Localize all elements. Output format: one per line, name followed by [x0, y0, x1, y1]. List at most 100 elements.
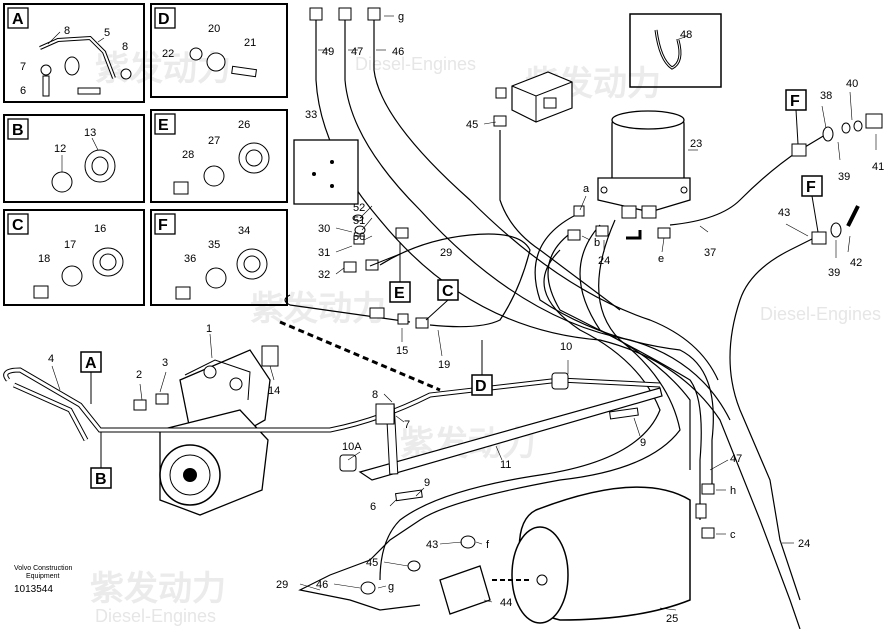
part-label: 2 — [136, 369, 142, 381]
part-label: g — [398, 11, 404, 23]
part-label: g — [388, 581, 394, 593]
part-label: 44 — [500, 597, 512, 609]
part-label: 34 — [238, 225, 250, 237]
part-label: 9 — [424, 477, 430, 489]
callout-letter: E — [394, 285, 405, 302]
callout-letter: F — [806, 179, 816, 196]
watermark-text: 紫发动力 — [95, 50, 231, 88]
part-label: 43 — [778, 207, 790, 219]
detail-letter: E — [158, 117, 169, 134]
part-label: 31 — [318, 247, 330, 259]
part-label: 8 — [122, 41, 128, 53]
part-label: 10 — [560, 341, 572, 353]
callout-b: B — [90, 432, 112, 489]
detail-letter: D — [158, 11, 170, 28]
detail-letter: A — [12, 11, 24, 28]
part-label: 13 — [84, 127, 96, 139]
part-label: 15 — [396, 345, 408, 357]
part-label: 7 — [404, 419, 410, 431]
part-label: f — [486, 539, 490, 551]
watermark-subtext: Diesel-Engines — [95, 606, 216, 626]
part-label: 12 — [54, 143, 66, 155]
footer: Volvo Construction Equipment 1013544 — [14, 565, 72, 595]
part-label: 11 — [500, 459, 511, 471]
part-label: b — [594, 237, 600, 249]
part-label: 19 — [438, 359, 450, 371]
callout-letter: C — [442, 283, 454, 300]
part-label: 17 — [64, 239, 76, 251]
part-label: 8 — [372, 389, 378, 401]
part-label: 52 — [353, 202, 365, 214]
air-tank-25 — [360, 483, 715, 624]
part-label: 33 — [305, 109, 317, 121]
part-labels: 49 47 46 g 33 52 51 50 30 31 32 29 15 19… — [48, 11, 884, 625]
part-label: 47 — [730, 453, 742, 465]
part-label: 50 — [353, 231, 365, 243]
part-label: 3 — [162, 357, 168, 369]
watermark-text: 紫发动力 — [90, 570, 226, 608]
part-label: 28 — [182, 149, 194, 161]
callout-letter: A — [85, 355, 97, 372]
right-fittings — [791, 113, 883, 245]
part-label: 7 — [20, 61, 26, 73]
part-label: 22 — [162, 48, 174, 60]
part-label: 41 — [872, 161, 884, 173]
air-dryer-23 — [597, 110, 691, 219]
detail-box-b: B 12 13 — [3, 114, 145, 203]
part-label: 1 — [206, 323, 212, 335]
part-label: 30 — [318, 223, 330, 235]
part-label: 39 — [838, 171, 850, 183]
part-label: 25 — [666, 613, 678, 625]
callout-letter: F — [790, 93, 800, 110]
detail-letter: C — [12, 217, 24, 234]
part-label: 10A — [342, 441, 362, 453]
part-label: 21 — [244, 37, 256, 49]
watermark-subtext: Diesel-Engines — [760, 304, 881, 324]
part-label: 29 — [440, 247, 452, 259]
part-label: 9 — [640, 437, 646, 449]
part-label: 20 — [208, 23, 220, 35]
part-label: 16 — [94, 223, 106, 235]
part-label: 27 — [208, 135, 220, 147]
part-label: 8 — [64, 25, 70, 37]
part-label: 47 — [351, 46, 363, 58]
callout-e: E — [369, 242, 411, 303]
part-label: 46 — [316, 579, 328, 591]
part-label: 43 — [426, 539, 438, 551]
drawing-number: 1013544 — [14, 584, 53, 595]
detail-box-f: F 36 35 34 — [150, 209, 288, 306]
part-label: 36 — [184, 253, 196, 265]
detail-box-d: D 20 22 21 — [150, 3, 288, 98]
part-label: 14 — [268, 385, 280, 397]
callout-d: D — [471, 340, 493, 396]
valve-block-33 — [293, 139, 359, 205]
callout-letter: D — [475, 378, 487, 395]
part-label: a — [583, 183, 590, 195]
part-label: 37 — [704, 247, 716, 259]
part-label: 4 — [48, 353, 54, 365]
relay-box — [493, 71, 573, 127]
part-label: 29 — [276, 579, 288, 591]
detail-box-48 — [629, 13, 722, 88]
callout-c: C — [425, 279, 459, 321]
part-label: 26 — [238, 119, 250, 131]
bracket-11 — [339, 372, 663, 502]
part-label: 42 — [850, 257, 862, 269]
leader-lines — [51, 15, 877, 611]
pipe-bundle — [279, 7, 831, 629]
part-label: 23 — [690, 138, 702, 150]
part-label: 45 — [466, 119, 478, 131]
watermark-subtext: Diesel-Engines — [355, 54, 476, 74]
detail-letter: F — [158, 217, 168, 234]
callout-f-top: F — [785, 89, 807, 145]
detail-box-a: A 8 5 7 8 6 — [3, 3, 145, 103]
part-label: 6 — [20, 85, 26, 97]
part-label: 24 — [798, 538, 810, 550]
part-label: 40 — [846, 78, 858, 90]
brand-line: Volvo Construction — [14, 565, 72, 572]
brand-line: Equipment — [26, 573, 60, 580]
callout-f-right: F — [801, 175, 823, 233]
pipe-4 — [3, 367, 661, 442]
part-label: 18 — [38, 253, 50, 265]
